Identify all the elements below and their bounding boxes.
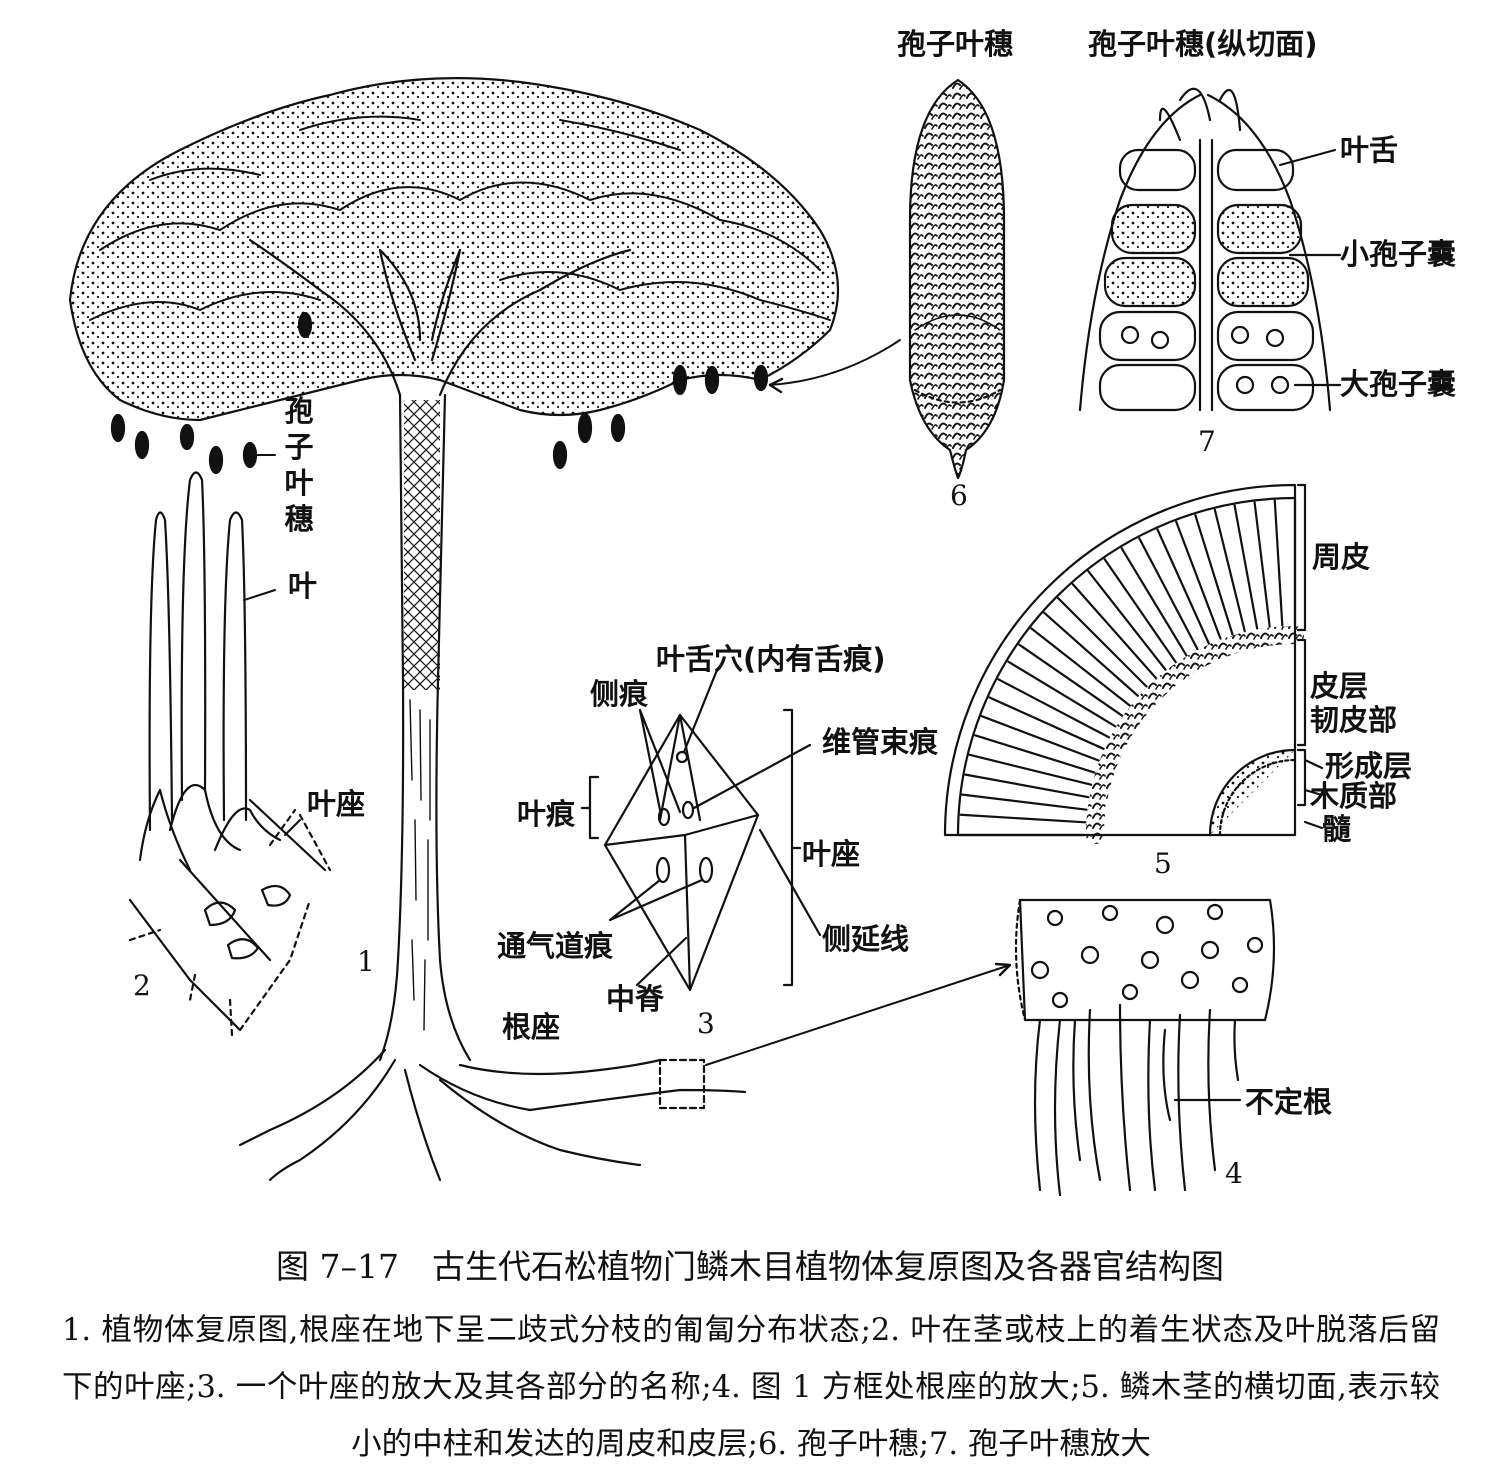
periderm-ray: [1103, 558, 1177, 664]
label-leaf-cushion-2: 叶座: [307, 787, 366, 821]
periderm-ray: [1213, 508, 1246, 633]
crown-outline: [68, 77, 840, 422]
label-cone-section: 孢子叶穗(纵切面): [1088, 27, 1318, 61]
label-cambium: 形成层: [1325, 749, 1413, 783]
periderm-ray: [1233, 504, 1259, 630]
label-microsporangium: 小孢子囊: [1340, 237, 1457, 271]
label-periderm: 周皮: [1312, 540, 1371, 574]
fig6-cone: [908, 78, 1006, 480]
periderm-ray: [959, 813, 1087, 824]
fig7-cone-section: [1078, 87, 1342, 412]
figure-number-6: 6: [950, 479, 968, 512]
periderm-ray: [1156, 528, 1210, 645]
label-pith: 髓: [1322, 812, 1352, 846]
periderm-ray: [968, 753, 1093, 786]
label-parichnos: 通气道痕: [497, 929, 614, 963]
figure-caption-body: 1. 植物体复原图,根座在地下呈二歧式分枝的匍匐分布状态;2. 叶在茎或枝上的着…: [62, 1313, 1440, 1462]
fig4-root-detail: [1014, 898, 1276, 1197]
fig2-leaves: [128, 471, 332, 1037]
periderm-ray: [1057, 597, 1148, 688]
label-cone: 孢子叶穗: [897, 27, 1014, 61]
periderm-ray: [980, 715, 1100, 762]
detail-box: [658, 1058, 706, 1110]
label-megasporangium: 大孢子囊: [1340, 367, 1457, 401]
periderm-ray: [1273, 499, 1284, 627]
periderm-ray: [1120, 547, 1188, 657]
periderm-ray: [974, 734, 1096, 774]
figure-number-3: 3: [697, 1007, 715, 1040]
stigmaria-roots: [238, 1048, 747, 1182]
fig1-plant: [68, 77, 1012, 1182]
periderm-ray: [1043, 611, 1139, 697]
trunk: [378, 393, 472, 1062]
figure-caption-title: 图 7–17 古生代石松植物门鳞木目植物体复原图及各器官结构图: [276, 1247, 1224, 1286]
periderm-ray: [1030, 627, 1131, 707]
label-leaf: 叶: [288, 569, 318, 603]
periderm-ray: [1194, 514, 1234, 636]
periderm-ray: [1071, 583, 1157, 679]
periderm-ray: [961, 793, 1088, 811]
periderm-ray: [964, 773, 1090, 799]
periderm-ray: [1018, 643, 1124, 717]
label-lateral-line: 侧延线: [822, 922, 910, 956]
periderm-ray: [1138, 537, 1199, 651]
fig3-leaf-cushion: [580, 668, 822, 992]
figure-number-1: 1: [357, 945, 375, 978]
figure-number-4: 4: [1225, 1157, 1243, 1190]
label-ligule: 叶舌: [1340, 133, 1399, 167]
periderm-ray: [1087, 570, 1167, 671]
label-cone-vertical: 孢子叶穗: [284, 394, 314, 536]
periderm-ray: [1007, 660, 1117, 728]
figure-number-2: 2: [133, 969, 151, 1002]
label-vascular-scar: 维管束痕: [822, 725, 939, 759]
periderm-ray: [997, 678, 1111, 739]
illustration: [68, 77, 1342, 1197]
label-lateral-scar: 侧痕: [590, 677, 649, 711]
label-leaf-scar: 叶痕: [517, 797, 576, 831]
figure-number-5: 5: [1154, 847, 1172, 880]
label-phloem: 韧皮部: [1310, 703, 1398, 737]
fig5-cross-section: [943, 483, 1324, 844]
label-adventitious-roots: 不定根: [1245, 1085, 1333, 1119]
periderm-ray: [1253, 501, 1271, 628]
label-ligule-pit: 叶舌穴(内有舌痕): [656, 642, 886, 676]
label-leaf-cushion-3: 叶座: [802, 837, 861, 871]
label-xylem: 木质部: [1310, 779, 1398, 813]
label-cortex: 皮层: [1310, 669, 1369, 703]
periderm-ray: [1175, 520, 1222, 640]
periderm-ray: [988, 696, 1105, 750]
label-midrib: 中脊: [606, 982, 665, 1016]
figure-number-7: 7: [1198, 425, 1216, 458]
label-stigmaria: 根座: [502, 1010, 561, 1044]
